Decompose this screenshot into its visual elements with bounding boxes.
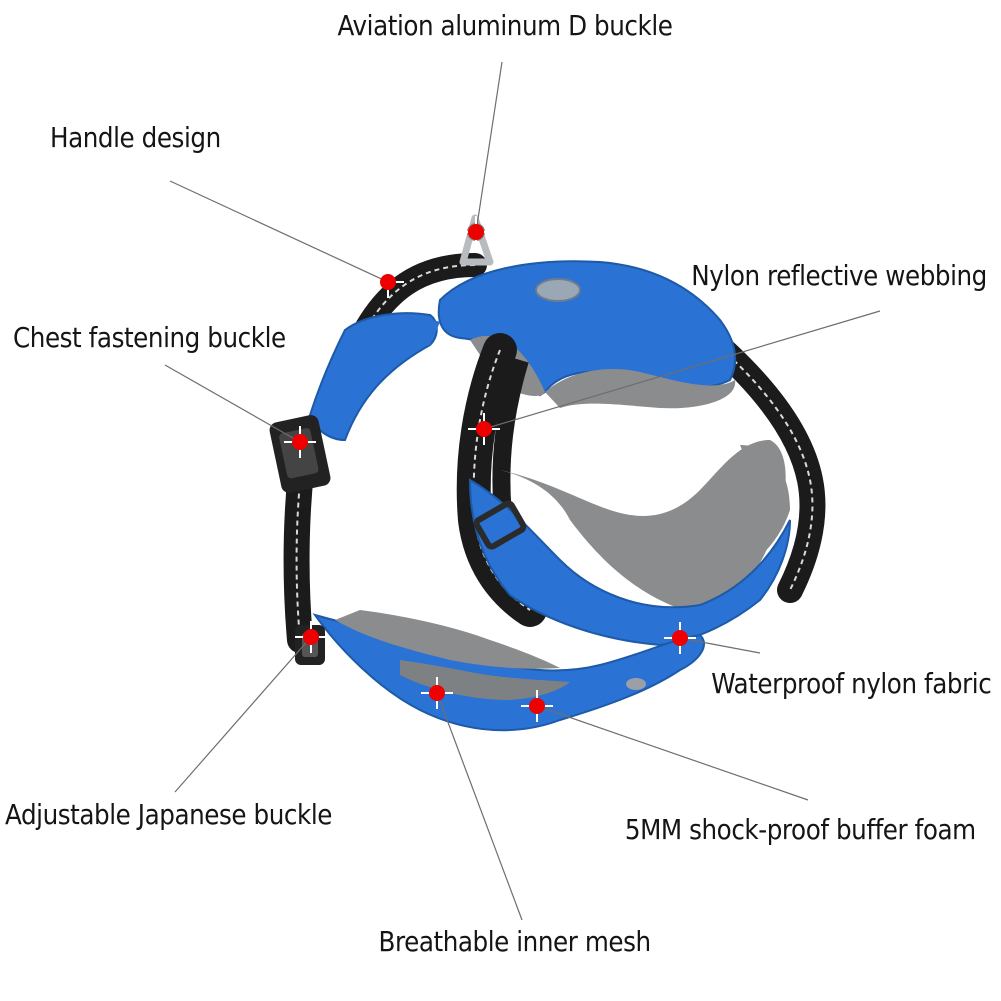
label-chest-buckle: Chest fastening buckle xyxy=(13,321,286,354)
leader-lines xyxy=(164,61,881,921)
label-inner-mesh: Breathable inner mesh xyxy=(378,925,652,958)
leader-line-d-buckle xyxy=(475,61,503,233)
label-d-buckle: Aviation aluminum D buckle xyxy=(337,9,673,42)
leader-line-inner-mesh xyxy=(436,692,523,921)
marker-handle-icon xyxy=(372,266,404,298)
label-waterproof-fabric: Waterproof nylon fabric xyxy=(710,667,992,700)
marker-nylon-webbing-icon xyxy=(468,413,500,445)
marker-japanese-buckle-icon xyxy=(295,621,327,653)
label-handle: Handle design xyxy=(50,121,221,154)
leader-line-japanese-buckle xyxy=(174,636,312,793)
leader-line-handle xyxy=(169,180,389,283)
harness-product-image xyxy=(269,214,826,732)
markers xyxy=(284,216,696,722)
label-nylon-webbing: Nylon reflective webbing xyxy=(691,259,987,292)
marker-d-buckle-icon xyxy=(460,216,492,248)
marker-inner-mesh-icon xyxy=(421,677,453,709)
leader-line-buffer-foam xyxy=(536,705,809,801)
leader-line-nylon-webbing xyxy=(483,310,881,430)
label-buffer-foam: 5MM shock-proof buffer foam xyxy=(625,813,976,846)
marker-waterproof-fabric-icon xyxy=(664,622,696,654)
leader-line-chest-buckle xyxy=(164,364,301,443)
marker-buffer-foam-icon xyxy=(521,690,553,722)
label-japanese-buckle: Adjustable Japanese buckle xyxy=(5,798,332,831)
leader-line-waterproof-fabric xyxy=(679,637,761,654)
marker-chest-buckle-icon xyxy=(284,426,316,458)
